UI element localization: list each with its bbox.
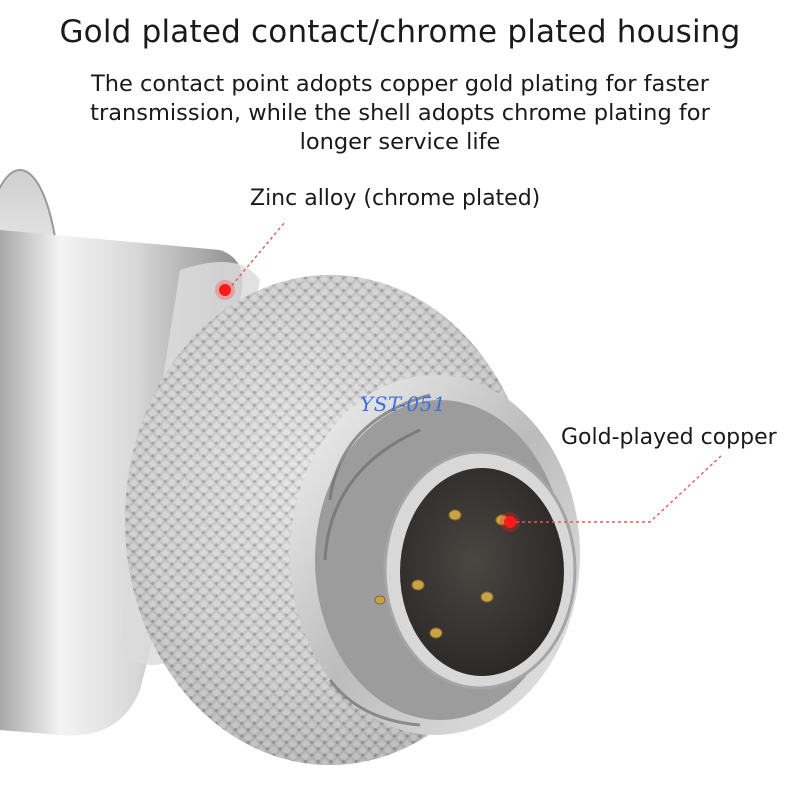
contact-insert bbox=[400, 468, 564, 676]
contact-marker bbox=[504, 516, 516, 528]
page-description: The contact point adopts copper gold pla… bbox=[90, 71, 710, 155]
page-title: Gold plated contact/chrome plated housin… bbox=[59, 14, 741, 50]
contact-callout-label: Gold-played copper bbox=[561, 425, 777, 450]
contact-leader-line bbox=[510, 454, 723, 523]
housing-callout-label: Zinc alloy (chrome plated) bbox=[250, 186, 541, 211]
thread-lines bbox=[323, 393, 431, 727]
housing-leader-line bbox=[227, 221, 286, 291]
model-watermark: YST-051 bbox=[360, 392, 447, 416]
housing-marker bbox=[219, 284, 231, 296]
